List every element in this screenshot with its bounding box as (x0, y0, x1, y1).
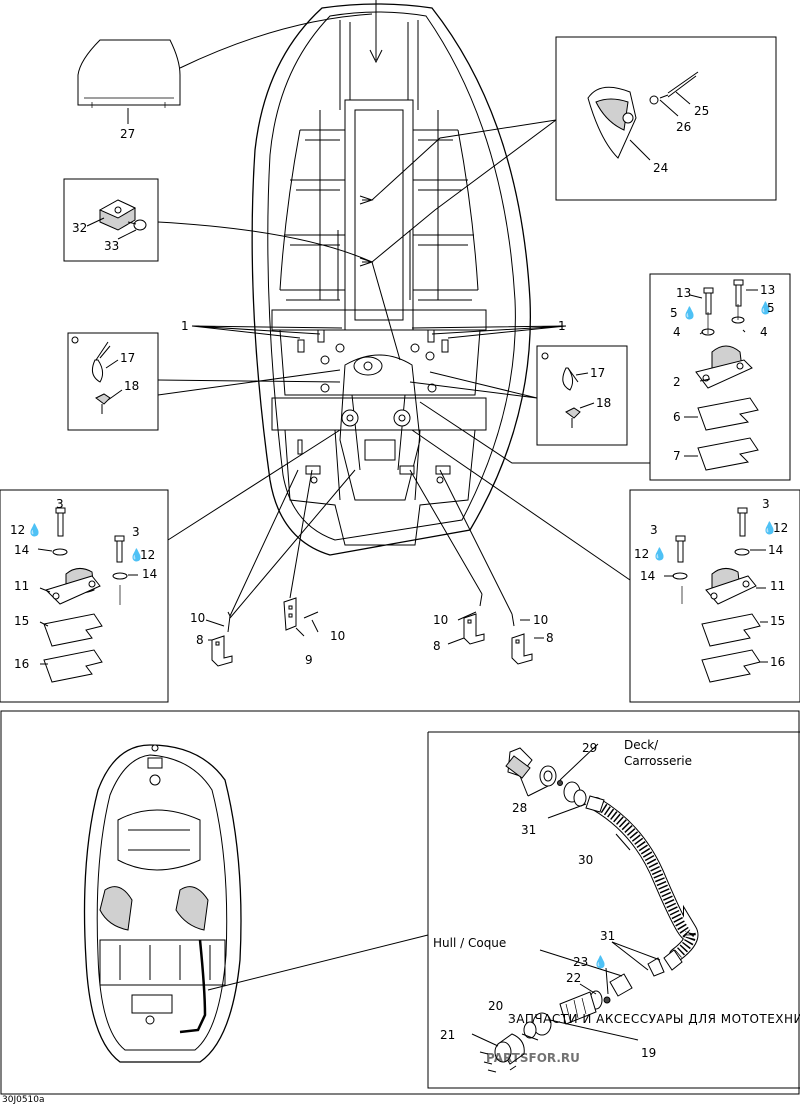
figure-code: 30J0510a (2, 1095, 45, 1104)
callout-13-left: 13 (676, 286, 691, 300)
callout-6: 6 (673, 410, 681, 424)
watermark-logo: PARTSFOR.RU (486, 1051, 580, 1065)
callout-26: 26 (676, 120, 691, 134)
callout-8-a: 8 (196, 633, 204, 647)
detail-box-17-18-left (67, 332, 341, 431)
callout-27: 27 (120, 127, 135, 141)
callout-3-d: 3 (650, 523, 658, 537)
callout-3-b: 3 (132, 525, 140, 539)
callout-8-c: 8 (546, 631, 554, 645)
callout-17-right: 17 (590, 366, 605, 380)
callout-14-d: 14 (640, 569, 655, 583)
callout-31-bottom: 31 (600, 929, 615, 943)
brackets-8-10 (205, 469, 544, 667)
drop-icon: 💧 (652, 547, 667, 561)
callout-8-b: 8 (433, 639, 441, 653)
callout-16-right: 16 (770, 655, 785, 669)
drop-icon: 💧 (758, 301, 773, 315)
drop-icon: 💧 (593, 955, 608, 969)
drop-icon: 💧 (129, 548, 144, 562)
detail-box-32-33 (63, 178, 401, 361)
callout-18-left: 18 (124, 379, 139, 393)
callout-4-left: 4 (673, 325, 681, 339)
callout-15-right: 15 (770, 614, 785, 628)
callout-2: 2 (673, 375, 681, 389)
callout-1-leaders (191, 325, 567, 339)
callout-29: 29 (582, 741, 597, 755)
callout-11-left: 11 (14, 579, 29, 593)
drop-icon: 💧 (762, 521, 777, 535)
callout-30: 30 (578, 853, 593, 867)
callout-19: 19 (641, 1046, 656, 1060)
detail-box-left-mount (0, 429, 341, 703)
callout-23: 23 (573, 955, 588, 969)
hull-overview-drawing (83, 744, 242, 1063)
callout-10-d: 10 (533, 613, 548, 627)
callout-14-b: 14 (142, 567, 157, 581)
label-deck: Deck/ (624, 738, 659, 752)
callout-28: 28 (512, 801, 527, 815)
part-27-cover (77, 13, 373, 124)
detail-box-right-mount (411, 429, 800, 703)
callout-13-right: 13 (760, 283, 775, 297)
drop-icon: 💧 (27, 523, 42, 537)
detail-box-2-13 (419, 273, 791, 481)
callout-4-right: 4 (760, 325, 768, 339)
detail-box-24-26 (371, 36, 777, 263)
callout-16-left: 16 (14, 657, 29, 671)
bottom-section-frame (0, 710, 800, 1095)
callout-31-top: 31 (521, 823, 536, 837)
callout-20: 20 (488, 999, 503, 1013)
detail-link-line (207, 934, 429, 991)
watermark-tagline: ЗАПЧАСТИ И АКСЕССУАРЫ ДЛЯ МОТОТЕХНИКИ (508, 1012, 800, 1026)
callout-1-right: 1 (558, 319, 566, 333)
callout-1-left: 1 (181, 319, 189, 333)
drain-detail-box (427, 731, 800, 1089)
callout-7: 7 (673, 449, 681, 463)
callout-32: 32 (72, 221, 87, 235)
callout-14-a: 14 (14, 543, 29, 557)
callout-22: 22 (566, 971, 581, 985)
callout-3-a: 3 (56, 497, 64, 511)
callout-24: 24 (653, 161, 668, 175)
callout-12-d: 12 (634, 547, 649, 561)
label-carrosserie: Carrosserie (624, 754, 692, 768)
callout-14-c: 14 (768, 543, 783, 557)
callout-33: 33 (104, 239, 119, 253)
callout-11-right: 11 (770, 579, 785, 593)
detail-box-17-18-right (409, 345, 628, 446)
label-hull-coque: Hull / Coque (433, 936, 506, 950)
callout-18-right: 18 (596, 396, 611, 410)
callout-10-a: 10 (190, 611, 205, 625)
deck-assembly-drawing (251, 0, 532, 556)
watermark: ЗАПЧАСТИ И АКСЕССУАРЫ ДЛЯ МОТОТЕХНИКИ PA… (486, 1012, 800, 1065)
callout-10-b: 10 (330, 629, 345, 643)
callout-15-left: 15 (14, 614, 29, 628)
callout-5-left: 5 (670, 306, 678, 320)
callout-10-c: 10 (433, 613, 448, 627)
drop-icon: 💧 (682, 306, 697, 320)
callout-5-right: 5 (767, 301, 775, 315)
callout-25: 25 (694, 104, 709, 118)
callout-12-c: 12 (773, 521, 788, 535)
callout-12-a: 12 (10, 523, 25, 537)
callout-17-left: 17 (120, 351, 135, 365)
callout-21: 21 (440, 1028, 455, 1042)
callout-12-b: 12 (140, 548, 155, 562)
callout-9: 9 (305, 653, 313, 667)
callout-3-c: 3 (762, 497, 770, 511)
